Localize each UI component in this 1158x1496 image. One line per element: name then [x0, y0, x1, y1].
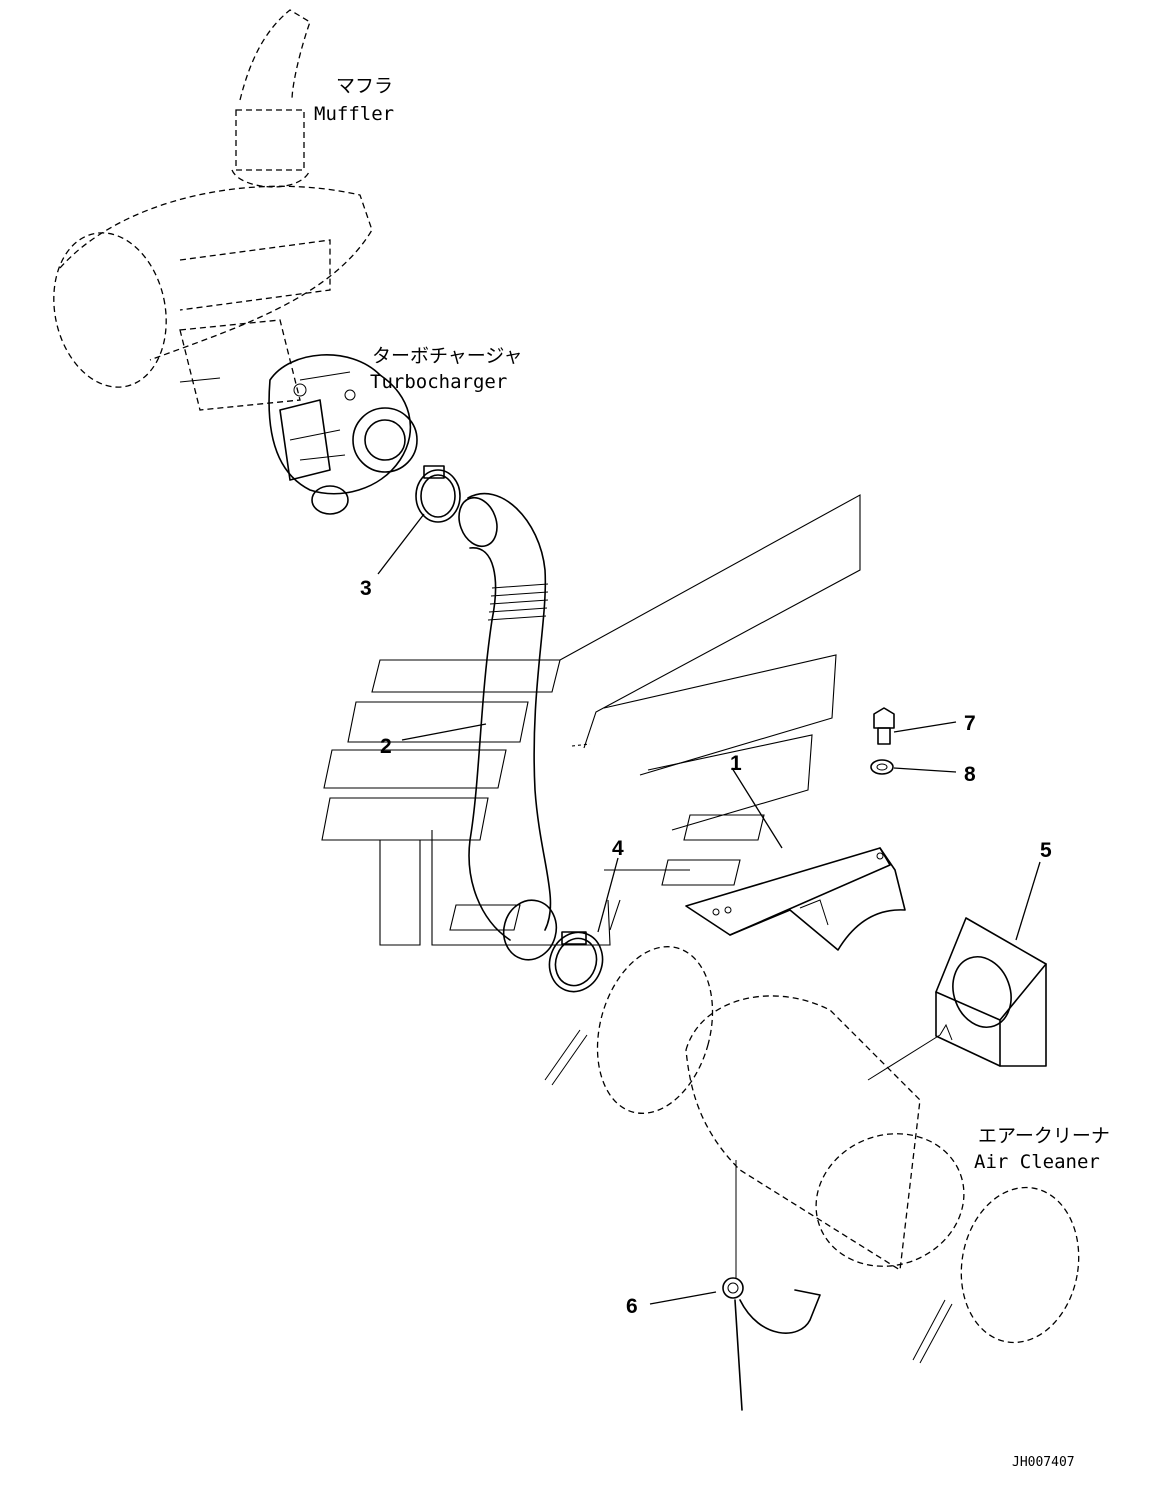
- turbocharger-label-en: Turbocharger: [370, 371, 507, 393]
- watermark-logo: [321, 494, 861, 946]
- bracket-part-1: [685, 847, 906, 951]
- air-cleaner-label-en: Air Cleaner: [974, 1151, 1100, 1173]
- callout-2: 2: [380, 735, 392, 758]
- clamp-part-3: [415, 465, 461, 523]
- callout-leaders: [377, 513, 1041, 1305]
- muffler-label-ja: マフラ: [336, 75, 393, 97]
- washer-part-8: [870, 759, 894, 775]
- sensor-part-6: [722, 1160, 821, 1411]
- air-cleaner-label-ja: エアークリーナ: [978, 1125, 1110, 1147]
- drawing-code: JH007407: [1012, 1455, 1075, 1470]
- callout-8: 8: [964, 763, 976, 786]
- turbocharger: [268, 354, 418, 515]
- callout-3: 3: [360, 577, 372, 600]
- muffler-label-en: Muffler: [314, 103, 394, 125]
- callout-1: 1: [730, 752, 742, 775]
- muffler: [53, 9, 373, 411]
- bolt-part-7: [873, 707, 895, 745]
- turbocharger-label-ja: ターボチャージャ: [372, 345, 522, 367]
- air-cleaner: [544, 946, 1080, 1364]
- spacer-part-5: [935, 917, 1047, 1067]
- intake-hose-part-2: [458, 492, 558, 961]
- clamp-part-4: [548, 931, 604, 993]
- callout-7: 7: [964, 712, 976, 735]
- callout-6: 6: [626, 1295, 638, 1318]
- callout-4: 4: [612, 837, 624, 860]
- callout-5: 5: [1040, 839, 1052, 862]
